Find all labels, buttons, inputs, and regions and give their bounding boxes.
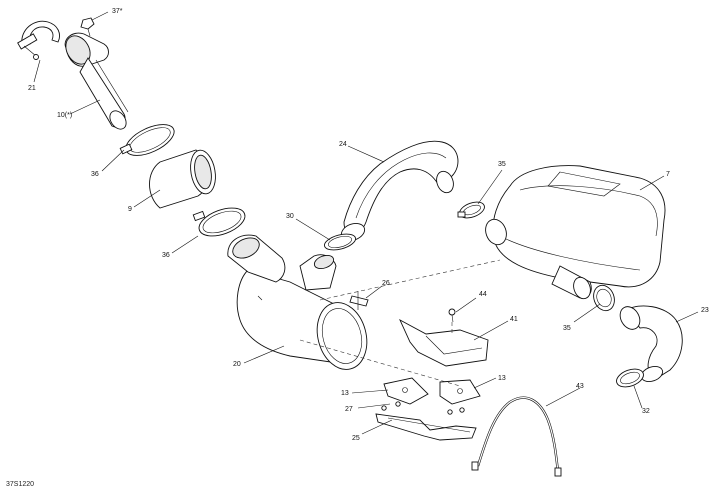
part-32-clamp xyxy=(616,368,644,388)
part-9-sleeve xyxy=(149,149,216,209)
callout-9: 9 xyxy=(128,206,132,213)
part-35-clamp-upper xyxy=(457,201,485,219)
part-13-bracket-right xyxy=(439,379,481,405)
part-24-pipe xyxy=(340,140,459,242)
assembly-centerlines xyxy=(299,259,501,387)
callout-13-left: 13 xyxy=(341,390,349,397)
part-25-strap-plate xyxy=(375,413,477,441)
part-43-strap xyxy=(471,396,562,477)
callout-20: 20 xyxy=(233,361,241,368)
part-20-muffler xyxy=(227,234,368,370)
leader-lines xyxy=(33,11,699,435)
callout-30: 30 xyxy=(286,213,294,220)
part-23-elbow xyxy=(619,305,683,383)
callout-35-upper: 35 xyxy=(498,161,506,168)
callout-35-lower: 35 xyxy=(563,325,571,332)
callout-26: 26 xyxy=(382,280,390,287)
figure-code: 37S1220 xyxy=(6,481,34,488)
callout-labels: 37* 21 10(*) 36 9 36 24 35 7 30 26 44 41… xyxy=(28,8,709,442)
part-37-fastener xyxy=(80,17,95,37)
callout-25: 25 xyxy=(352,435,360,442)
callout-37: 37* xyxy=(112,8,123,15)
part-30-clamp xyxy=(323,233,357,251)
callout-32: 32 xyxy=(642,408,650,415)
part-10-inlet-tube xyxy=(64,32,129,130)
part-41-heat-shield xyxy=(399,318,489,367)
callout-13-right: 13 xyxy=(498,375,506,382)
callout-44: 44 xyxy=(479,291,487,298)
part-35-clamp-lower xyxy=(593,284,615,312)
callout-24: 24 xyxy=(339,141,347,148)
part-27-screws xyxy=(381,401,465,415)
part-44-screw xyxy=(448,308,456,323)
callout-21: 21 xyxy=(28,85,36,92)
callout-27: 27 xyxy=(345,406,353,413)
part-26-stud xyxy=(349,291,369,310)
callout-10: 10(*) xyxy=(57,112,72,119)
callout-36-upper: 36 xyxy=(91,171,99,178)
part-13-bracket-left xyxy=(383,377,429,405)
callout-23: 23 xyxy=(701,307,709,314)
callout-36-lower: 36 xyxy=(162,252,170,259)
part-21-clamp xyxy=(17,20,60,60)
callout-43: 43 xyxy=(576,383,584,390)
callout-41: 41 xyxy=(510,316,518,323)
part-36-clamp-upper xyxy=(119,124,175,156)
part-7-silencer xyxy=(485,165,666,300)
part-36-clamp-lower xyxy=(192,207,246,237)
callout-7: 7 xyxy=(666,171,670,178)
